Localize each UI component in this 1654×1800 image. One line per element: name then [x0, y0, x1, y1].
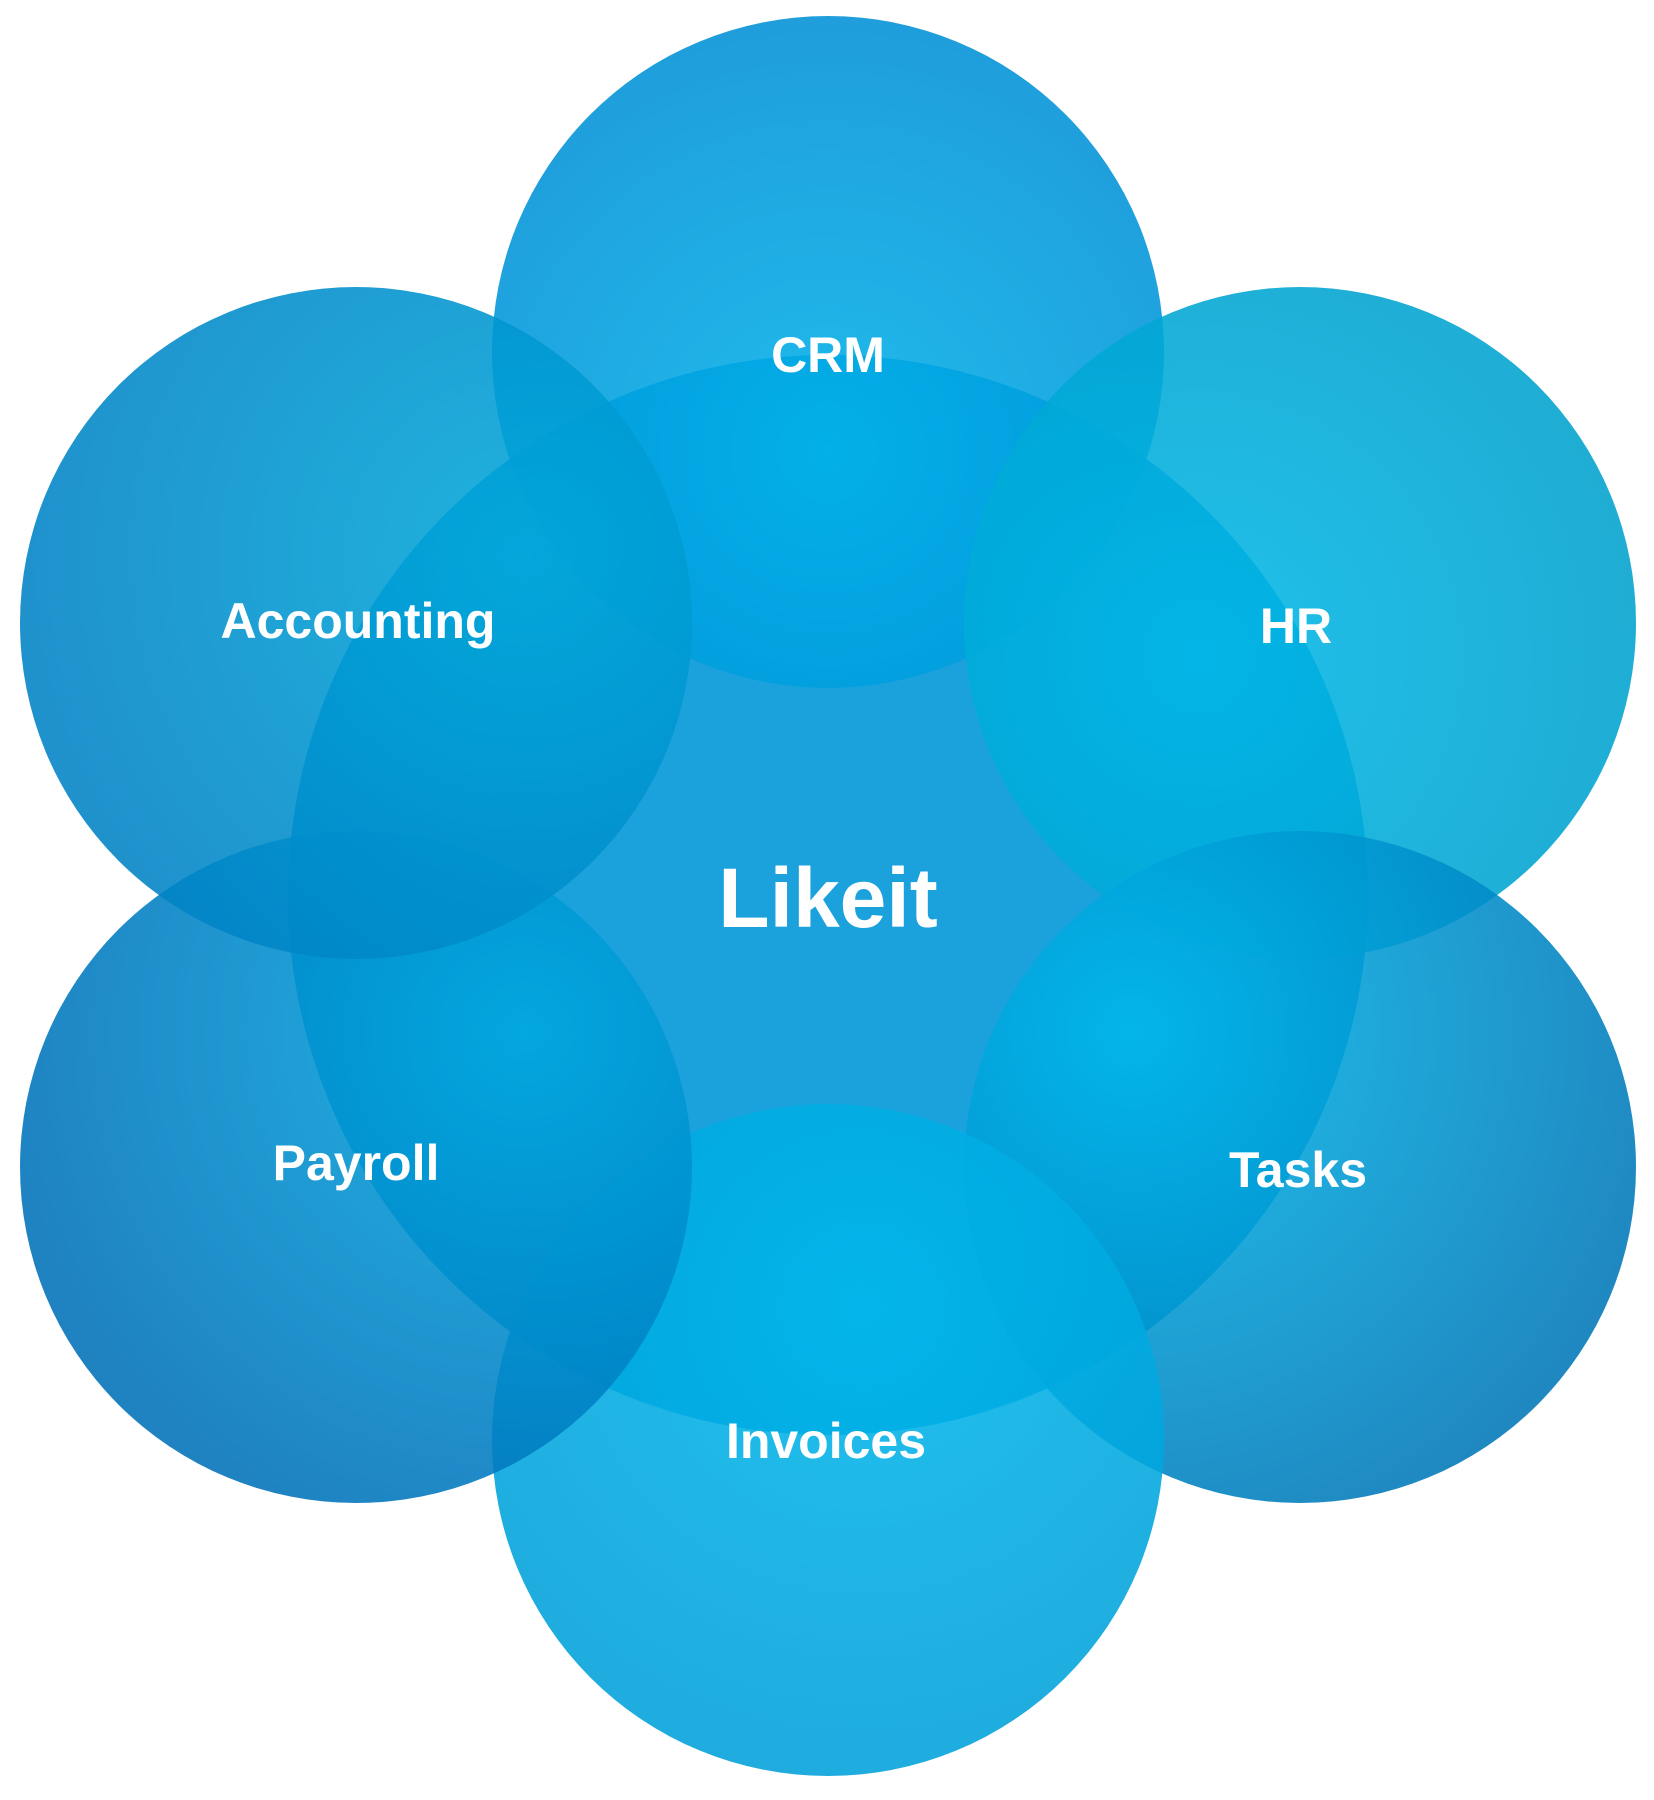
module-label-crm: CRM [771, 327, 885, 383]
module-label-tasks: Tasks [1229, 1142, 1367, 1198]
module-label-hr: HR [1260, 598, 1332, 654]
module-label-invoices: Invoices [726, 1413, 926, 1469]
module-label-payroll: Payroll [273, 1135, 440, 1191]
center-logo-text: Likeit [718, 851, 937, 945]
module-circle-payroll[interactable] [20, 831, 692, 1503]
module-circle-hr[interactable] [964, 287, 1636, 959]
module-circle-accounting[interactable] [20, 287, 692, 959]
module-label-accounting: Accounting [221, 593, 496, 649]
